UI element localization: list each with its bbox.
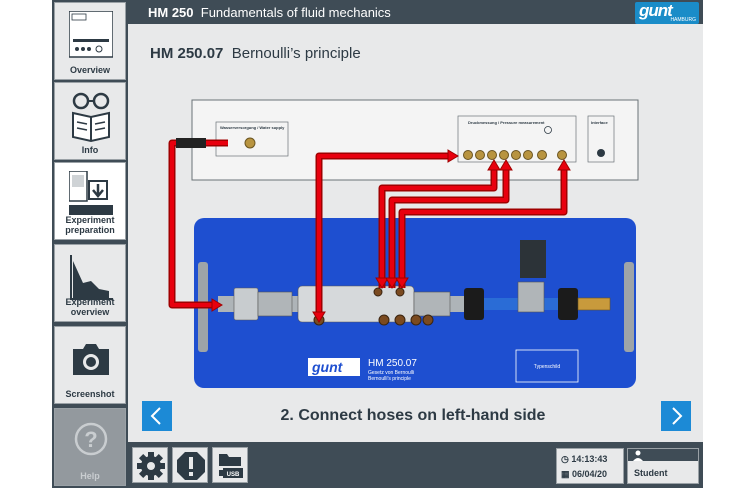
apparatus-diagram: Wasserversorgung / Water supply Druckmes… [168, 99, 639, 388]
plate-logo [308, 358, 360, 376]
experiment-code: HM 250.07 [150, 45, 224, 62]
usb-label: USB [227, 472, 240, 478]
typeplate-box [515, 349, 579, 383]
sidebar-item-screenshot[interactable]: Screenshot [54, 326, 126, 404]
product-code: HM 250 [148, 5, 194, 20]
svg-text:?: ? [84, 427, 97, 452]
sidebar-item-help[interactable]: ? Help [54, 408, 126, 486]
time-row: ◷ 14:13:43 [561, 454, 607, 465]
sidebar: Overview Info Experiment prepa [52, 0, 128, 488]
pressure-ports [463, 126, 567, 160]
sidebar-item-info[interactable]: Info [54, 82, 126, 160]
app-window: Overview Info Experiment prepa [52, 0, 703, 488]
camera-icon [73, 344, 109, 375]
main-content: HM 250.07 Bernoulli’s principle Wasserve… [128, 24, 703, 442]
date-row: ▦ 06/04/20 [561, 469, 607, 480]
pipe-clamp-right [558, 288, 578, 320]
user-icon [633, 450, 643, 461]
glasses-book-icon [72, 92, 110, 143]
settings-button[interactable] [132, 447, 168, 483]
water-supply-connector [244, 137, 256, 149]
chart-icon [70, 255, 113, 300]
device-icon [69, 11, 113, 58]
bottom-bar: USB ◷ 14:13:43 ▦ 06/04/20 Student [128, 442, 703, 488]
alert-button[interactable] [172, 447, 208, 483]
pipe-clamp-left [464, 288, 484, 320]
calendar-icon: ▦ [561, 469, 570, 479]
interface-label: Interface [591, 120, 608, 125]
gunt-logo: gunt HAMBURG [635, 1, 699, 24]
interface-port [597, 149, 605, 157]
hose-arrows [211, 149, 571, 323]
experiment-name: Bernoulli’s principle [231, 45, 361, 62]
sidebar-item-experiment-overview[interactable]: Experiment overview [54, 244, 126, 322]
plate-line-1: Gesetz von Bernoulli [368, 370, 414, 376]
user-panel[interactable]: Student [627, 448, 699, 484]
sidebar-item-label: Help [80, 471, 100, 481]
experiment-preparation-icon [69, 171, 113, 215]
usb-folder-icon: USB [219, 454, 243, 478]
warning-icon [177, 452, 205, 480]
sidebar-item-label: Overview [69, 65, 111, 75]
header: HM 250 Fundamentals of fluid mechanics g… [128, 0, 703, 24]
user-name: Student [634, 468, 668, 478]
inlet-fitting [233, 287, 259, 321]
plate-logo-text: gunt [311, 359, 344, 375]
sidebar-item-label: Experiment overview [65, 297, 115, 317]
outlet-coupling [577, 297, 611, 311]
product-title: Fundamentals of fluid mechanics [200, 5, 391, 20]
sidebar-item-label: Info [81, 145, 99, 155]
plate-code: HM 250.07 [368, 358, 417, 369]
user-header [628, 449, 698, 461]
page-title: HM 250.07 Bernoulli’s principle [150, 45, 361, 62]
usb-export-button[interactable]: USB [212, 447, 248, 483]
right-stand [624, 262, 634, 352]
clock-panel: ◷ 14:13:43 ▦ 06/04/20 [556, 448, 624, 484]
logo-subtext: HAMBURG [670, 17, 696, 23]
typeplate-label: Typenschild [534, 364, 561, 370]
sidebar-item-experiment-preparation[interactable]: Experiment preparation [54, 162, 126, 240]
sidebar-item-label: Screenshot [65, 389, 115, 399]
logo-text: gunt [639, 1, 673, 20]
hose-fill [170, 141, 566, 316]
valve-body [520, 240, 546, 278]
previous-step-button[interactable] [142, 401, 172, 431]
clock-icon: ◷ [561, 454, 569, 464]
water-tap [176, 138, 206, 148]
pressure-measurement-label: Druckmessung / Pressure measurement [468, 120, 545, 125]
date-value: 06/04/20 [572, 469, 608, 479]
gear-icon [137, 452, 165, 480]
water-supply-label: Wasserversorgung / Water supply [220, 125, 285, 130]
help-icon: ? [74, 422, 108, 456]
header-title: HM 250 Fundamentals of fluid mechanics [148, 5, 391, 20]
plate-line-2: Bernoulli's principle [368, 376, 411, 382]
time-value: 14:13:43 [571, 454, 608, 464]
next-step-button[interactable] [661, 401, 691, 431]
sidebar-item-label: Experiment preparation [65, 215, 115, 235]
chevron-right-icon [672, 407, 683, 425]
sidebar-item-overview[interactable]: Overview [54, 2, 126, 80]
chevron-left-icon [150, 407, 161, 425]
step-instruction: 2. Connect hoses on left-hand side [280, 407, 546, 424]
